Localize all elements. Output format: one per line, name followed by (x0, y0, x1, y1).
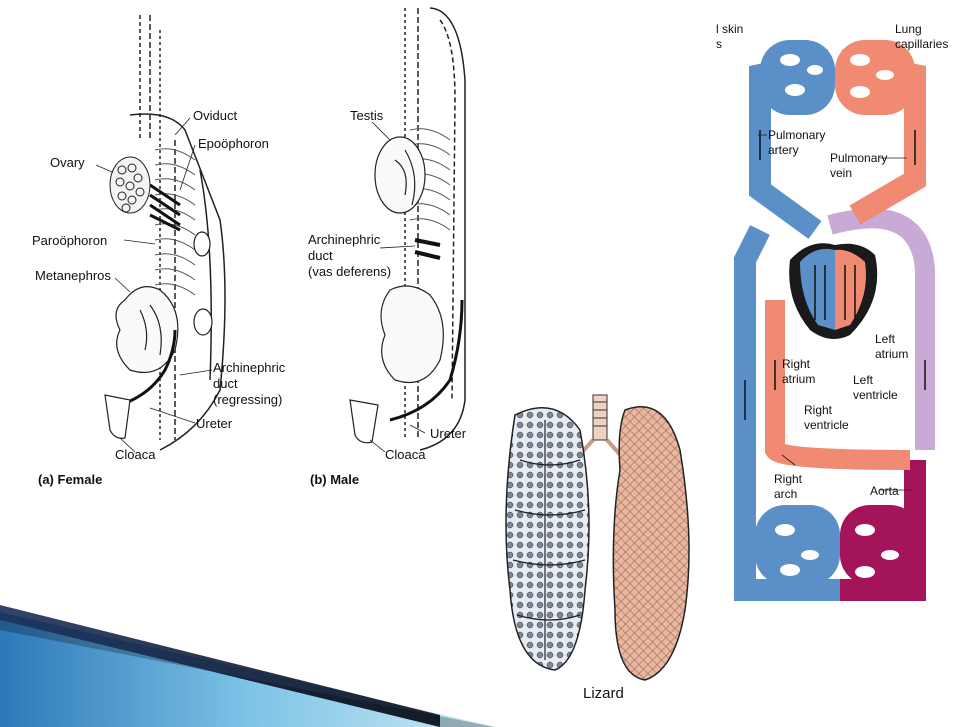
label-aorta: Aorta (870, 484, 899, 498)
label-right-arch-2: arch (774, 487, 797, 501)
systemic-capillary-bed (755, 505, 920, 585)
lung-capillary-bed (760, 40, 915, 115)
caption-male: (b) Male (310, 472, 359, 487)
circulation-figure: l skin s Lung capillaries Pulmonary arte… (700, 0, 963, 610)
male-body-outline (405, 8, 465, 450)
label-pulmonary-artery-2: artery (768, 143, 799, 157)
label-right-arch-1: Right (774, 472, 802, 486)
testis-shape (375, 137, 425, 213)
caption-lizard: Lizard (583, 686, 624, 701)
label-skin-2: s (716, 37, 722, 51)
heart (789, 243, 877, 339)
label-lung-capillaries-1: Lung (895, 22, 922, 36)
female-ovoid-nodes (194, 232, 212, 335)
label-oviduct: Oviduct (193, 108, 237, 123)
label-right-atrium-1: Right (782, 357, 810, 371)
label-epoophoron: Epoöphoron (198, 136, 269, 151)
label-ovary: Ovary (50, 155, 85, 170)
label-archinephric-female-1: Archinephric (213, 360, 285, 375)
label-left-atrium-1: Left (875, 332, 895, 346)
label-testis: Testis (350, 108, 383, 123)
label-cloaca-female: Cloaca (115, 447, 155, 462)
left-lung-sectioned (506, 408, 589, 670)
urogenital-drawing (0, 0, 490, 500)
label-left-ventricle-2: ventricle (853, 388, 898, 402)
label-ureter-male: Ureter (430, 426, 466, 441)
label-metanephros: Metanephros (35, 268, 111, 283)
label-right-ventricle-1: Right (804, 403, 832, 417)
label-archinephric-male-1: Archinephric (308, 232, 380, 247)
caption-female: (a) Female (38, 472, 102, 487)
label-skin-1: l skin (716, 22, 743, 36)
right-lung-exterior (613, 407, 689, 680)
label-paroophoron: Paroöphoron (32, 233, 107, 248)
male-cloaca (350, 400, 378, 443)
circulation-drawing (700, 0, 963, 610)
label-left-ventricle-1: Left (853, 373, 873, 387)
label-archinephric-male-2: duct (308, 248, 333, 263)
female-cloaca (105, 395, 130, 438)
label-archinephric-female-2: duct (213, 376, 238, 391)
label-left-atrium-2: atrium (875, 347, 908, 361)
label-cloaca-male: Cloaca (385, 447, 425, 462)
label-archinephric-female-3: (regressing) (213, 392, 282, 407)
label-pulmonary-artery-1: Pulmonary (768, 128, 825, 142)
label-ureter-female: Ureter (196, 416, 232, 431)
label-pulmonary-vein-2: vein (830, 166, 852, 180)
female-body-outline (130, 15, 225, 450)
ovary-shape (110, 157, 150, 213)
label-lung-capillaries-2: capillaries (895, 37, 948, 51)
decor-shape (0, 600, 495, 727)
lizard-lung-figure: Lizard (495, 390, 700, 710)
label-pulmonary-vein-1: Pulmonary (830, 151, 887, 165)
male-kidney (381, 286, 443, 383)
label-right-atrium-2: atrium (782, 372, 815, 386)
urogenital-figure: Oviduct Epoöphoron Ovary Paroöphoron Met… (0, 0, 490, 500)
label-archinephric-male-3: (vas deferens) (308, 264, 391, 279)
decorative-slide-bar (0, 600, 495, 727)
label-right-ventricle-2: ventricle (804, 418, 849, 432)
lung-drawing (495, 390, 700, 710)
